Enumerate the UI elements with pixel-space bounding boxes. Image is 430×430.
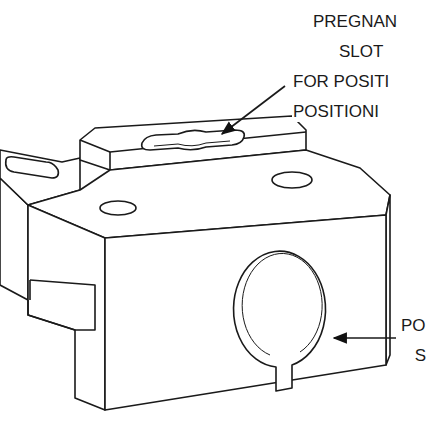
bolt-hole <box>100 201 136 215</box>
front-face <box>105 215 386 410</box>
leader-arrow <box>222 86 285 134</box>
pregnant-slot <box>142 130 245 150</box>
left-face <box>28 205 105 410</box>
bolt-hole <box>272 172 312 188</box>
callout-label: PREGNAN <box>312 12 398 32</box>
left-notch <box>29 280 31 300</box>
callout-label: S <box>414 346 427 366</box>
callout-label: SLOT <box>338 42 384 62</box>
leader-arrow <box>334 337 396 339</box>
raised-block-edge <box>109 152 111 170</box>
callout-label: POSITIONI <box>292 102 380 122</box>
left-slot <box>6 157 59 178</box>
callout-label: PO <box>400 316 427 336</box>
left-notch <box>28 280 95 330</box>
callout-label: FOR POSITI <box>292 72 390 92</box>
slot-inner-edge <box>154 141 230 146</box>
bore-hole <box>234 251 326 391</box>
bore-inner-edge <box>242 253 322 355</box>
